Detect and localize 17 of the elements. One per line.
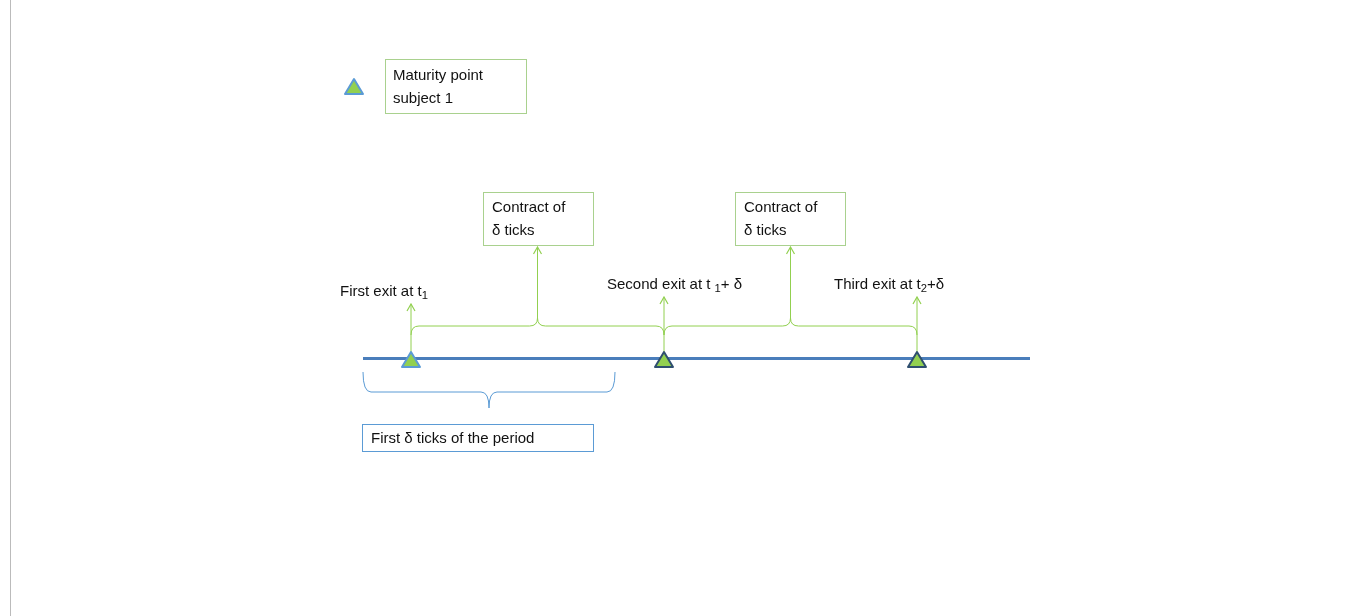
exit-label: Second exit at t $_{1}$+ δ (607, 272, 782, 296)
maturity-triangle (400, 350, 422, 369)
maturity-triangle (906, 350, 928, 369)
exit-label: First exit at t$_{1}$ (340, 279, 460, 303)
arrow (406, 303, 416, 353)
arrow (532, 246, 543, 319)
legend-text: Maturity point subject 1 (385, 59, 527, 114)
text-box: Contract of δ ticks (735, 192, 846, 246)
maturity-triangle (653, 350, 675, 369)
curly-brace (410, 317, 665, 335)
text-box: First δ ticks of the period (362, 424, 594, 452)
exit-label: Third exit at t$_{2}$+δ (834, 272, 984, 296)
text-box: Contract of δ ticks (483, 192, 594, 246)
arrow (785, 246, 796, 319)
arrow (912, 296, 922, 353)
curly-brace (663, 317, 918, 335)
arrow (659, 296, 669, 353)
